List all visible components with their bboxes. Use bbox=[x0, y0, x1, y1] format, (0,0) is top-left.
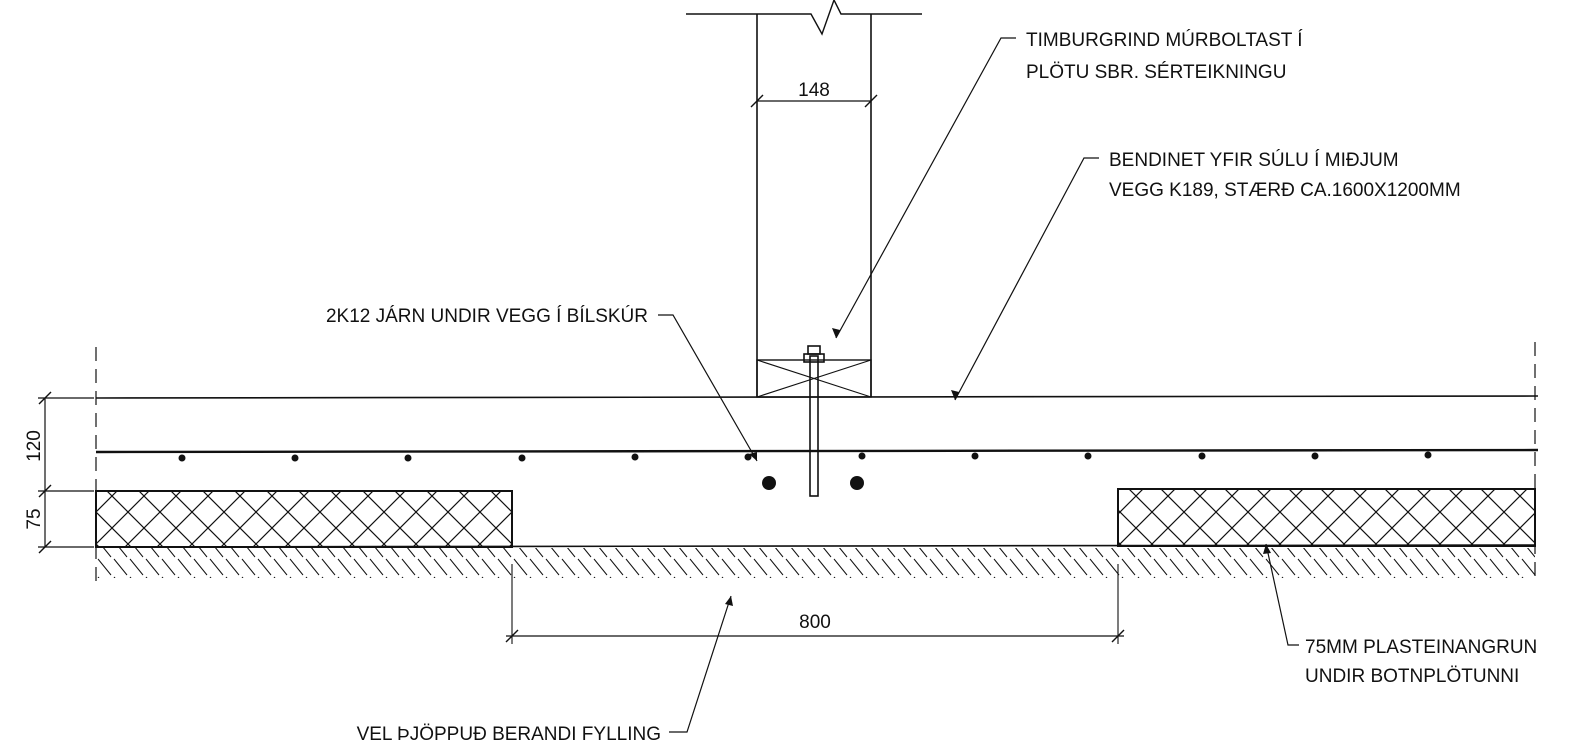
dimension-75-text: 75 bbox=[24, 508, 45, 529]
label-plasteinangrun-line2: UNDIR BOTNPLÖTUNNI bbox=[1305, 666, 1519, 687]
dimension-148-text: 148 bbox=[798, 80, 830, 101]
soil-hatch bbox=[96, 548, 1535, 578]
label-timburgrind-line1: TIMBURGRIND MÚRBOLTAST Í bbox=[1026, 29, 1303, 51]
label-plasteinangrun-line1: 75MM PLASTEINANGRUN bbox=[1305, 637, 1537, 658]
label-bendinet-line1: BENDINET YFIR SÚLU Í MIÐJUM bbox=[1109, 149, 1399, 171]
label-jarn: 2K12 JÁRN UNDIR VEGG Í BÍLSKÚR bbox=[326, 305, 648, 327]
dimension-800-text: 800 bbox=[799, 612, 831, 633]
timber-wall bbox=[686, 0, 922, 398]
break-line bbox=[686, 0, 922, 36]
dimension-vertical: 120 75 bbox=[24, 391, 94, 554]
label-bendinet-line2: VEGG K189, STÆRÐ CA.1600X1200MM bbox=[1109, 180, 1461, 201]
insulation-right bbox=[1117, 488, 1536, 547]
anchor-bolt bbox=[803, 345, 825, 497]
dimension-wall-width: 148 bbox=[750, 80, 878, 108]
dimension-strip-width: 800 bbox=[505, 564, 1125, 644]
label-timburgrind-line2: PLÖTU SBR. SÉRTEIKNINGU bbox=[1026, 62, 1286, 83]
insulation-left bbox=[95, 490, 513, 548]
mesh-bars bbox=[178, 451, 1432, 462]
ground-line bbox=[95, 544, 1536, 548]
rebar-k12-right bbox=[850, 476, 864, 490]
leader-lines bbox=[658, 37, 1299, 733]
dimension-120-text: 120 bbox=[24, 430, 45, 462]
rebar-k12-left bbox=[762, 476, 776, 490]
reinforcement-mesh bbox=[95, 448, 1539, 454]
label-fylling: VEL ÞJÖPPUÐ BERANDI FYLLING bbox=[357, 724, 661, 744]
